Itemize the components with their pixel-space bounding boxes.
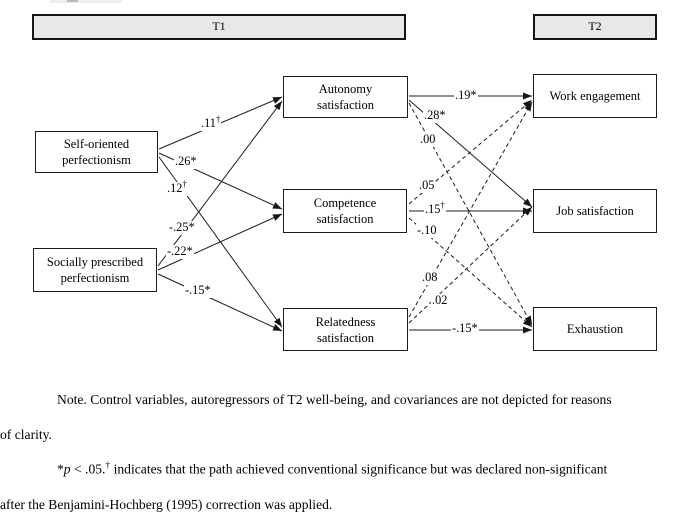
path-spp-autonomy xyxy=(157,100,283,267)
path-competence-exhaustion xyxy=(408,217,533,328)
path-relatedness-workengagement xyxy=(408,101,533,318)
dagger-mark: † xyxy=(440,199,445,210)
t2-header: T2 xyxy=(533,14,657,40)
node-label-line: perfectionism xyxy=(60,271,130,285)
coef-spp-competence: -.22* xyxy=(166,244,194,259)
node-label-line: Autonomy xyxy=(318,82,373,96)
coef-relatedness-jobsatisfaction: .02 xyxy=(431,293,449,308)
t1-header: T1 xyxy=(32,14,406,40)
dagger-mark: † xyxy=(105,461,111,471)
coef-value: .08 xyxy=(422,270,438,284)
coef-sop-relatedness: .12† xyxy=(166,178,188,196)
coef-value: .02 xyxy=(432,293,448,307)
note-text: indicates that the path achieved convent… xyxy=(110,461,608,477)
t1-header-label: T1 xyxy=(212,19,226,34)
node-label-line: perfectionism xyxy=(62,153,131,167)
path-spp-competence xyxy=(157,213,283,271)
dagger-mark: † xyxy=(215,113,221,124)
node-work-engagement: Work engagement xyxy=(533,74,657,118)
node-self-oriented-perfectionism: Self-oriented perfectionism xyxy=(35,131,158,173)
coef-competence-exhaustion: -.10 xyxy=(416,223,438,238)
note-text: of clarity. xyxy=(0,427,52,442)
note-line-1: Note. Control variables, autoregressors … xyxy=(0,392,685,408)
node-label-line: Job satisfaction xyxy=(556,204,634,218)
coef-value: .05 xyxy=(419,178,435,192)
coef-value: -.25* xyxy=(169,220,195,234)
node-job-satisfaction: Job satisfaction xyxy=(533,189,657,233)
path-competence-workengagement xyxy=(408,99,533,205)
node-label-line: Socially prescribed xyxy=(46,255,144,269)
coef-value: .11 xyxy=(201,116,216,130)
coef-autonomy-workengagement: .19* xyxy=(454,88,478,103)
t2-header-label: T2 xyxy=(588,19,602,34)
coef-sop-competence: .26* xyxy=(174,154,198,169)
node-label-line: Work engagement xyxy=(549,89,641,103)
coef-relatedness-workengagement: .08 xyxy=(421,270,439,285)
coef-competence-workengagement: .05 xyxy=(418,178,436,193)
coef-value: -.15* xyxy=(185,283,211,297)
coef-value: .26* xyxy=(175,154,197,168)
note-text: < .05. xyxy=(70,461,106,477)
coef-autonomy-jobsatisfaction: .28* xyxy=(423,108,447,123)
node-label-line: satisfaction xyxy=(317,330,374,345)
node-relatedness-satisfaction: Relatedness satisfaction xyxy=(283,308,408,351)
coef-value: .12 xyxy=(167,181,183,195)
coef-autonomy-exhaustion: .00 xyxy=(419,132,437,147)
coef-spp-relatedness: -.15* xyxy=(184,283,212,298)
page-crop-artifact xyxy=(50,0,122,3)
node-exhaustion: Exhaustion xyxy=(533,307,657,351)
page-crop-artifact-mark xyxy=(67,0,78,2)
path-relatedness-jobsatisfaction xyxy=(408,206,533,324)
dagger-mark: † xyxy=(182,178,187,189)
node-socially-prescribed-perfectionism: Socially prescribed perfectionism xyxy=(33,248,157,292)
note-line-4: after the Benjamini-Hochberg (1995) corr… xyxy=(0,497,685,513)
coef-sop-autonomy: .11† xyxy=(200,113,222,131)
coef-value: -.10 xyxy=(417,223,437,237)
note-text: after the Benjamini-Hochberg (1995) corr… xyxy=(0,497,333,512)
coef-spp-autonomy: -.25* xyxy=(168,220,196,235)
node-label-line: Exhaustion xyxy=(566,322,624,336)
coef-competence-jobsatisfaction: .15† xyxy=(424,199,446,217)
note-line-2: of clarity. xyxy=(0,427,685,443)
node-autonomy-satisfaction: Autonomy satisfaction xyxy=(283,76,408,118)
significance-star: * xyxy=(57,461,64,477)
coef-value: .19* xyxy=(455,88,477,102)
node-label-line: satisfaction xyxy=(316,212,374,226)
p-symbol: p xyxy=(63,461,71,477)
node-label-line: Competence xyxy=(313,196,377,210)
node-competence-satisfaction: Competence satisfaction xyxy=(283,189,407,233)
coef-value: .28* xyxy=(424,108,446,122)
node-label-line: satisfaction xyxy=(317,98,374,112)
path-spp-relatedness xyxy=(157,273,283,332)
coef-value: -.22* xyxy=(167,244,193,258)
note-line-3: *p < .05.† indicates that the path achie… xyxy=(0,461,685,478)
coef-value: -.15* xyxy=(452,321,478,335)
coef-value: .00 xyxy=(420,132,436,146)
node-label-line: Self-oriented xyxy=(63,137,130,151)
node-label-line: Relatedness xyxy=(315,314,376,329)
coef-relatedness-exhaustion: -.15* xyxy=(451,321,479,336)
coef-value: .15 xyxy=(425,202,441,216)
note-text: Note. Control variables, autoregressors … xyxy=(57,392,612,407)
